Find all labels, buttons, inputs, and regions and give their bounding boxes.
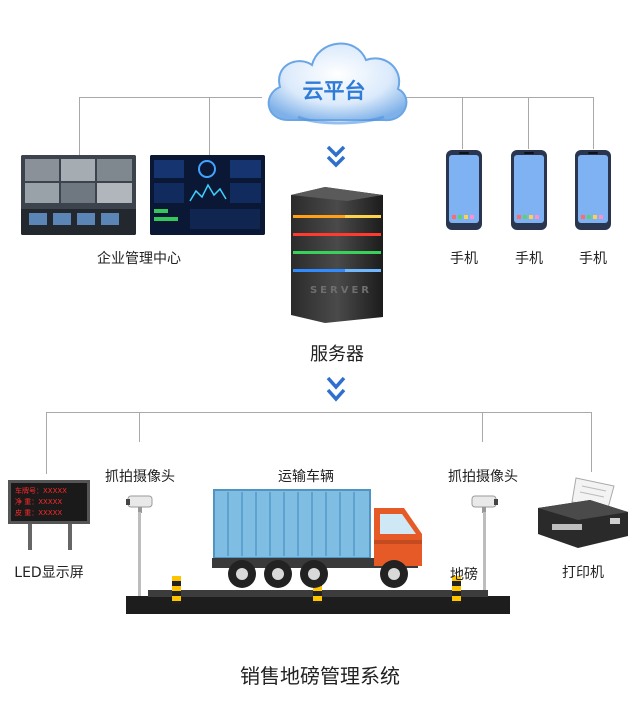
camera-icon — [471, 495, 498, 600]
top-bus-line-right — [405, 97, 593, 98]
led-label: LED显示屏 — [14, 565, 84, 581]
arrow-down-icon — [326, 145, 346, 175]
drop-line-camera-left — [139, 412, 140, 442]
phone-label-3: 手机 — [579, 251, 607, 267]
server-label: 服务器 — [310, 344, 364, 365]
camera-icon — [126, 495, 153, 600]
arrow-down-icon — [326, 375, 346, 409]
bollard-middle — [313, 576, 322, 604]
printer-icon — [538, 477, 628, 548]
page-title: 销售地磅管理系统 — [240, 664, 400, 688]
drop-line-led — [46, 412, 47, 474]
server-case-text: SERVER — [309, 285, 372, 296]
camera-left — [124, 490, 158, 602]
weighbridge-platform — [126, 596, 510, 614]
truck-label: 运输车辆 — [278, 469, 334, 485]
truck-icon — [212, 489, 422, 588]
server-icon — [291, 187, 383, 323]
phone-icon — [511, 150, 547, 230]
camera-right — [466, 490, 500, 602]
drop-line-printer — [591, 412, 592, 472]
drop-line-5 — [593, 97, 594, 149]
top-bus-line — [79, 97, 262, 98]
led-leg-right — [68, 524, 72, 550]
cloud-platform: 云平台 — [258, 25, 410, 135]
led-leg-left — [28, 524, 32, 550]
drop-line-4 — [528, 97, 529, 149]
led-row-1: 车牌号：XXXXX — [15, 487, 67, 495]
printer-label: 打印机 — [562, 565, 604, 581]
drop-line-camera-right — [482, 412, 483, 442]
phone-2 — [510, 149, 548, 231]
drop-line-1 — [79, 97, 80, 155]
phone-icon — [446, 150, 482, 230]
truck — [208, 488, 428, 592]
enterprise-label: 企业管理中心 — [97, 251, 181, 267]
phone-label-1: 手机 — [450, 251, 478, 267]
phone-3 — [574, 149, 612, 231]
bottom-bus-line — [46, 412, 592, 413]
led-panel: 车牌号：XXXXX 净 重：XXXXX 皮 重：XXXXX — [8, 480, 90, 524]
drop-line-2 — [209, 97, 210, 155]
scale-label: 地磅 — [450, 567, 478, 583]
drop-line-3 — [462, 97, 463, 149]
monitor-video-wall — [21, 155, 136, 235]
printer — [532, 474, 632, 552]
led-row-3: 皮 重：XXXXX — [15, 509, 63, 517]
led-display: 车牌号：XXXXX 净 重：XXXXX 皮 重：XXXXX — [8, 480, 90, 552]
bollard-right — [452, 576, 461, 604]
cloud-label: 云平台 — [302, 79, 366, 103]
phone-icon — [575, 150, 611, 230]
bollard-left — [172, 576, 181, 604]
monitor-dashboard — [150, 155, 265, 235]
camera-label-left: 抓拍摄像头 — [105, 469, 175, 485]
phone-label-2: 手机 — [515, 251, 543, 267]
phone-1 — [445, 149, 483, 231]
server: SERVER — [285, 185, 389, 325]
led-row-2: 净 重：XXXXX — [15, 498, 63, 506]
cloud-icon — [267, 42, 408, 125]
camera-label-right: 抓拍摄像头 — [448, 469, 518, 485]
